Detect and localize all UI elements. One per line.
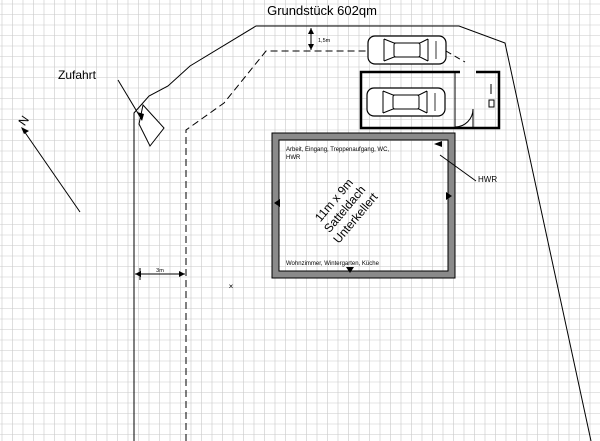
hwr-leader	[439, 154, 477, 182]
survey-marker: ×	[229, 282, 234, 291]
house	[271, 132, 456, 279]
car-icon	[367, 35, 447, 65]
plot-title: Grundstück 602qm	[267, 3, 377, 18]
access-arrowhead	[137, 112, 144, 121]
hwr-label: HWR	[478, 175, 497, 184]
dimension-left-arrow-left	[135, 271, 141, 277]
bottom-rooms-label: Wohnzimmer, Wintergarten, Küche	[286, 261, 380, 267]
property-boundary	[133, 25, 592, 441]
top-rooms-label: Arbeit, Eingang, Treppenaufgang, WC,	[286, 147, 389, 153]
building-line	[185, 50, 372, 441]
access-label: Zufahrt	[58, 68, 97, 82]
dimension-top-arrow-down	[308, 44, 314, 50]
setback-top-label: 1,5m	[318, 38, 331, 44]
top-rooms-label-continued: HWR	[286, 155, 301, 161]
garage	[359, 70, 501, 130]
dimension-top-arrow-up	[308, 28, 314, 34]
dimension-left-arrow-right	[179, 271, 185, 277]
car-icon	[366, 87, 446, 117]
north-arrow-head	[21, 127, 29, 134]
driveway-line	[445, 50, 466, 63]
north-arrow-shaft	[23, 130, 81, 213]
setback-left-label: 3m	[156, 268, 164, 274]
